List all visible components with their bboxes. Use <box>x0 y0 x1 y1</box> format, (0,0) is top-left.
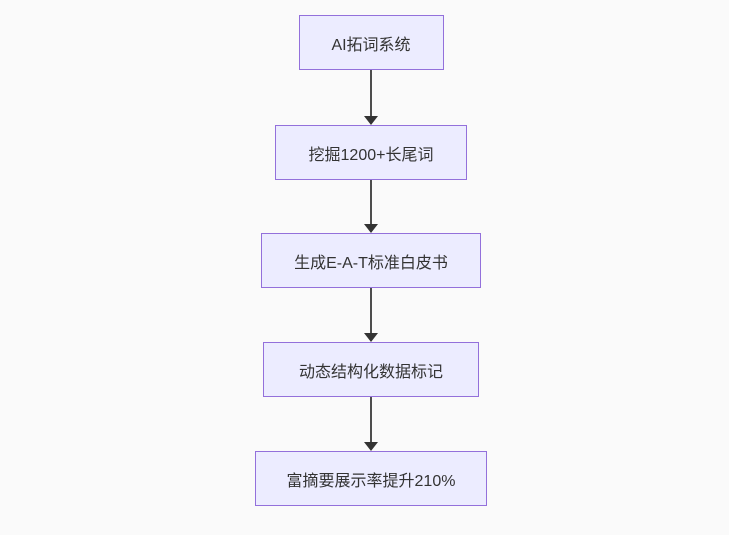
flow-arrow-3 <box>363 288 379 342</box>
arrow-line <box>370 70 372 117</box>
arrow-down-icon <box>364 333 378 342</box>
arrow-line <box>370 180 372 225</box>
flow-node-structured-data-markup: 动态结构化数据标记 <box>263 342 479 397</box>
flow-arrow-2 <box>363 180 379 233</box>
arrow-line <box>370 288 372 334</box>
arrow-down-icon <box>364 116 378 125</box>
flow-node-ai-keyword-system: AI拓词系统 <box>298 15 444 70</box>
arrow-down-icon <box>364 224 378 233</box>
flow-arrow-1 <box>363 70 379 125</box>
flow-arrow-4 <box>363 397 379 451</box>
arrow-line <box>370 397 372 443</box>
flow-node-eat-whitepaper: 生成E-A-T标准白皮书 <box>261 233 481 288</box>
flow-node-rich-snippet-rate: 富摘要展示率提升210% <box>255 451 487 506</box>
arrow-down-icon <box>364 442 378 451</box>
flow-node-longtail-keywords: 挖掘1200+长尾词 <box>275 125 467 180</box>
flowchart: AI拓词系统 挖掘1200+长尾词 生成E-A-T标准白皮书 动态结构化数据标记… <box>255 15 487 506</box>
